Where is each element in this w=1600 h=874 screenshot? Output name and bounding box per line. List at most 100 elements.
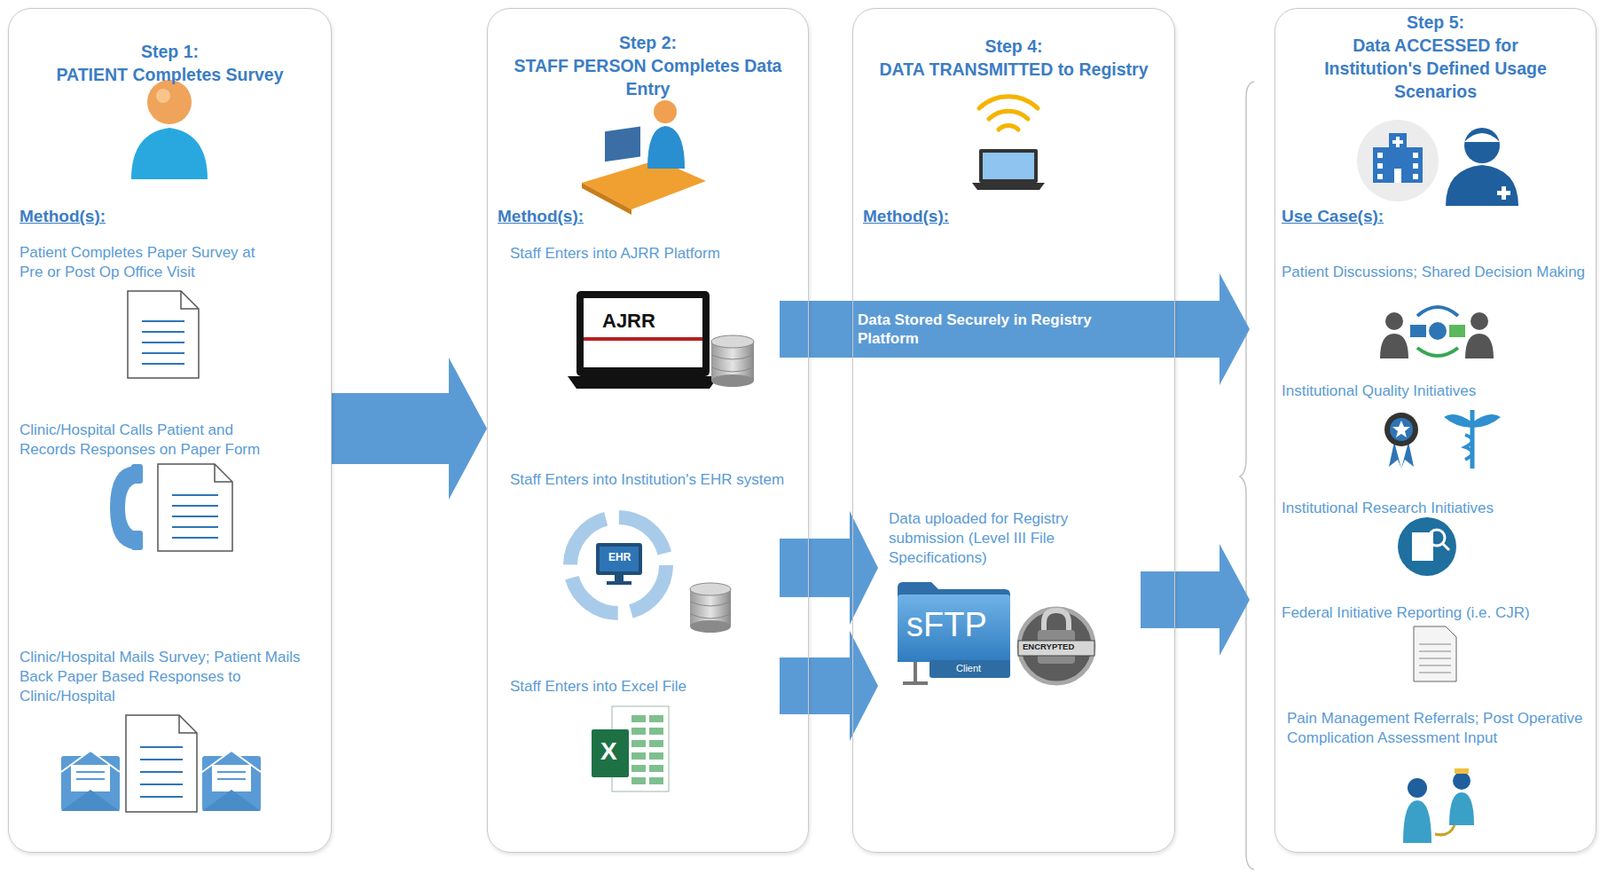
ehr-icon [570, 517, 667, 613]
referral-icon [1435, 824, 1455, 835]
method-item: Patient Discussions; Shared Decision Mak… [1281, 262, 1593, 283]
wifi-laptop-icon [979, 96, 1038, 109]
wifi-laptop-icon [988, 110, 1028, 119]
paper-form-icon [172, 494, 219, 538]
method-text: Staff Enters into Institution's EHR syst… [509, 470, 794, 490]
method-item: Clinic/Hospital Calls Patient and Record… [19, 420, 286, 460]
ajrr-laptop-icon [576, 290, 710, 377]
laptop-icon [982, 152, 1035, 180]
excel-icon [631, 714, 664, 785]
mail-icon [217, 770, 246, 773]
method-item: Staff Enters into AJRR Platform [509, 243, 794, 264]
sftp-client-icon [897, 581, 1011, 662]
paper-form-icon [172, 515, 219, 518]
method-item: Federal Initiative Reporting (i.e. CJR) [1281, 603, 1593, 623]
step-heading: Step 1:PATIENT Completes Survey [8, 39, 331, 87]
database-icon [711, 374, 754, 387]
phone-icon [109, 463, 143, 550]
hospital-icon [1377, 163, 1383, 169]
encrypted-lock-icon [1018, 640, 1095, 656]
paper-form-icon [157, 463, 233, 551]
laptop-icon [972, 182, 1045, 190]
hospital-icon [1356, 119, 1439, 202]
referral-icon [1403, 768, 1475, 843]
shared-decision-icon [1417, 306, 1459, 316]
staff-icon [581, 100, 706, 215]
patient-icon [131, 127, 208, 180]
report-icon [1419, 665, 1451, 667]
ehr-icon [580, 527, 656, 603]
paper-form-icon [157, 463, 233, 551]
shared-decision-icon [1410, 324, 1427, 338]
encrypted-lock-icon [1043, 610, 1069, 632]
doctor-icon [1445, 127, 1519, 206]
paper-survey-icon [141, 330, 185, 333]
mail-icon [140, 758, 183, 761]
staff-icon [581, 182, 632, 215]
database-icon [711, 335, 754, 348]
step-title: STAFF PERSON Completes Data Entry [501, 54, 795, 101]
block-arrow [779, 630, 879, 741]
research-icon [1397, 517, 1457, 576]
mail-icon [76, 770, 105, 773]
report-icon [1413, 626, 1457, 682]
shared-decision-icon [1380, 333, 1409, 359]
method-text: Clinic/Hospital Calls Patient and Record… [19, 420, 286, 460]
patient-icon [147, 79, 192, 125]
icon-label: sFTP [906, 606, 988, 644]
step-number: Step 1: [16, 39, 323, 63]
database-icon [690, 582, 731, 596]
paper-survey-icon [141, 320, 185, 322]
phone-icon [131, 530, 143, 550]
ehr-icon [599, 546, 639, 572]
method-text: Staff Enters into Excel File [509, 676, 794, 697]
mail-icon [179, 714, 197, 733]
laptop-icon [972, 149, 1045, 190]
hospital-icon [1412, 163, 1419, 169]
mail-icon [61, 750, 120, 811]
excel-icon [631, 727, 646, 735]
step-panel: Step 4:DATA TRANSMITTED to RegistryMetho… [852, 7, 1176, 853]
paper-form-icon [214, 463, 233, 482]
shared-decision-icon [1470, 312, 1489, 330]
staff-icon [653, 100, 677, 124]
ehr-icon [596, 542, 643, 575]
mail-icon [202, 750, 261, 811]
shared-decision-icon [1428, 321, 1447, 340]
section-label: Method(s): [19, 206, 106, 227]
hospital-icon [1412, 173, 1419, 180]
method-item: Pain Management Referrals; Post Operativ… [1286, 708, 1594, 748]
step-number: Step 2: [501, 31, 795, 55]
excel-icon [649, 752, 664, 760]
laptop-icon [979, 149, 1038, 183]
sftp-client-icon [902, 681, 928, 685]
step-title: Data ACCESSED for Institution's Defined … [1307, 33, 1565, 103]
patient-icon [131, 79, 208, 180]
doctor-icon [1497, 190, 1511, 196]
method-item: Staff Enters into Excel File [509, 676, 794, 697]
excel-icon [631, 764, 646, 772]
hospital-icon [1392, 140, 1404, 144]
icon-label: Client [956, 662, 981, 674]
research-icon [1443, 543, 1450, 550]
hospital-icon [1394, 168, 1402, 183]
report-icon [1419, 658, 1451, 659]
shared-decision-icon [1385, 312, 1404, 330]
sftp-client-icon [897, 581, 1011, 683]
doctor-icon [1464, 133, 1500, 142]
mail-icon [140, 745, 183, 748]
ehr-icon [606, 580, 632, 585]
method-text: Patient Completes Paper Survey at Pre or… [19, 243, 277, 283]
hospital-icon [1377, 173, 1383, 180]
excel-icon [631, 739, 646, 747]
shared-decision-icon [1465, 333, 1494, 359]
excel-icon [631, 752, 646, 760]
mail-icon [140, 795, 183, 798]
excel-icon [649, 776, 664, 785]
phone-icon [131, 463, 143, 484]
block-arrow [331, 357, 487, 500]
paper-form-icon [172, 504, 219, 507]
method-item: Institutional Research Initiatives [1281, 498, 1593, 518]
referral-icon [1407, 777, 1428, 798]
